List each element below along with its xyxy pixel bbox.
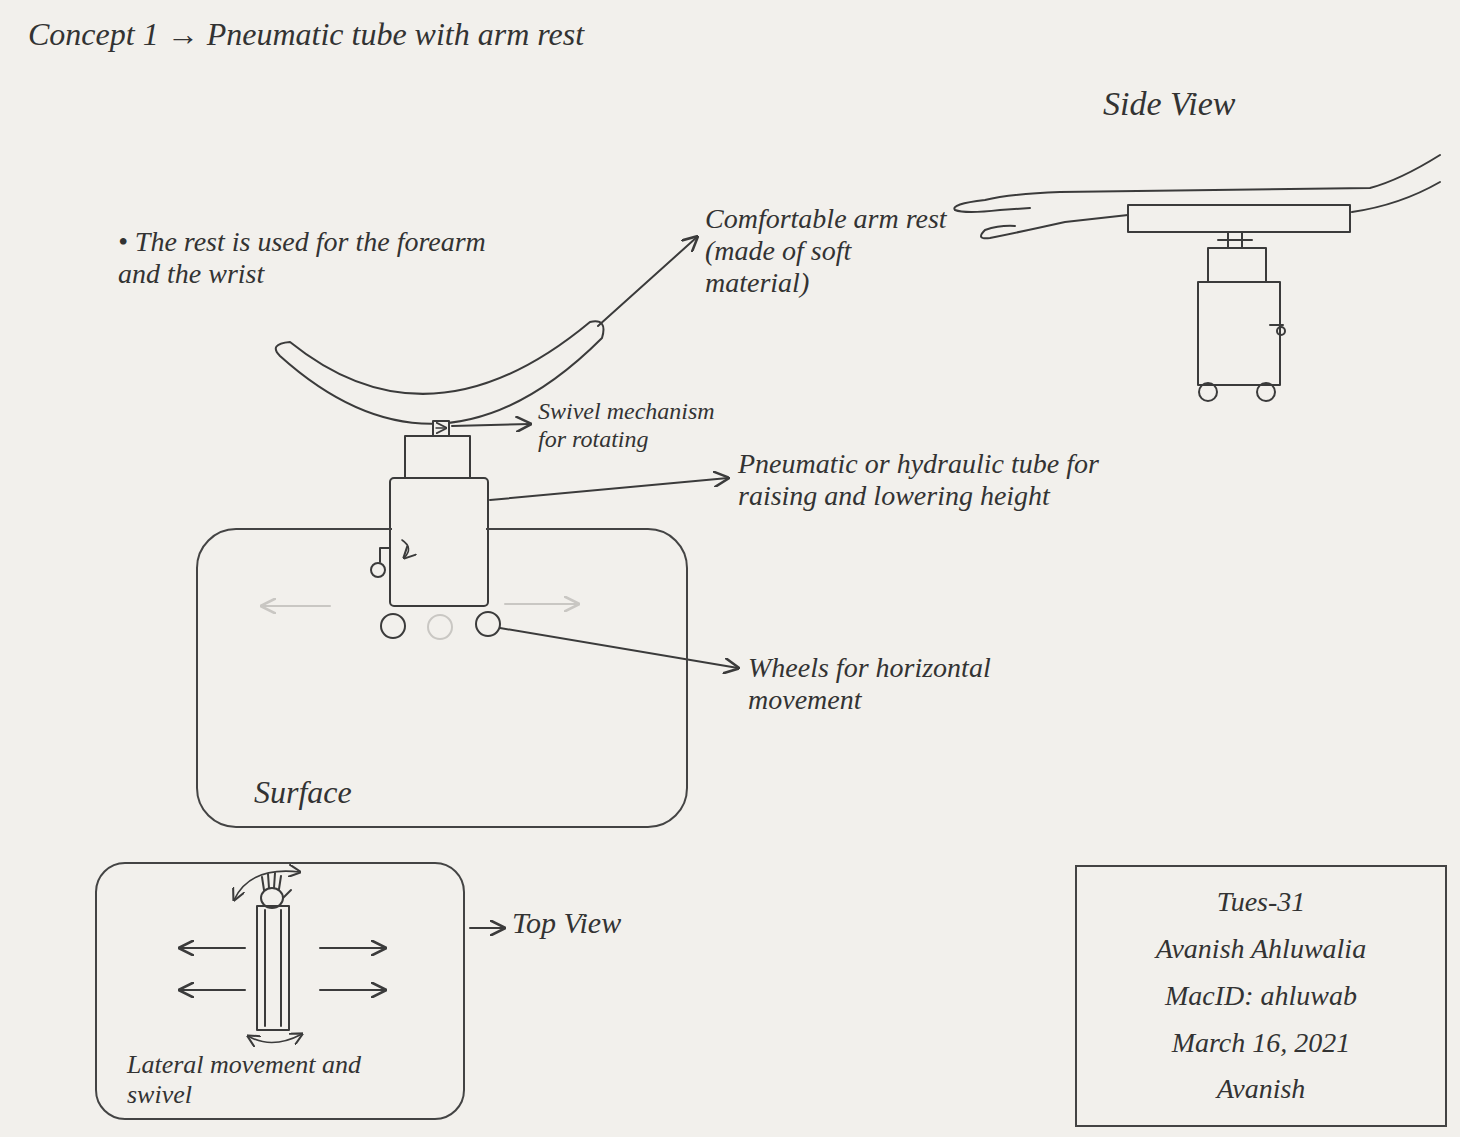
node-text: Avanish Ahluwalia (1156, 933, 1366, 965)
annotation-label: Swivel mechanism for rotating (538, 398, 748, 453)
leader-line (598, 237, 697, 326)
pneumatic-tube (390, 478, 488, 606)
annotation-label: Wheels for horizontal movement (748, 652, 1108, 716)
node-text: Tues-31 (1217, 886, 1306, 918)
annotation-label: Pneumatic or hydraulic tube for raising … (738, 448, 1148, 512)
annotation-label: Comfortable arm rest (made of soft mater… (705, 203, 950, 300)
leader-line (500, 628, 738, 668)
top-view-box: Lateral movement and swivel (95, 862, 465, 1120)
upper-cylinder (405, 436, 470, 478)
annotation-label: • The rest is used for the forearm and t… (118, 226, 488, 290)
lever-handle (380, 548, 390, 562)
node-text: March 16, 2021 (1172, 1027, 1351, 1059)
swivel-neck (433, 421, 449, 436)
border-gap (392, 527, 486, 531)
annotation-label: Side View (1103, 84, 1343, 123)
side-view-figure (954, 155, 1440, 401)
wheel (428, 615, 452, 639)
signature-box: Tues-31Avanish AhluwaliaMacID: ahluwabMa… (1075, 865, 1447, 1127)
node-text: MacID: ahluwab (1165, 980, 1357, 1012)
wheel (381, 614, 405, 638)
leader-line (452, 424, 530, 426)
top-view-figure (180, 871, 385, 1042)
wheel (476, 612, 500, 636)
leader-line (490, 478, 728, 500)
leader-line (470, 927, 504, 929)
surface-box: Surface (196, 528, 688, 828)
node-text: Avanish (1217, 1073, 1306, 1105)
node-text: Lateral movement and swivel (127, 1050, 427, 1110)
node-text: Surface (254, 774, 554, 811)
sketch-title: Concept 1 → Pneumatic tube with arm rest (28, 16, 848, 53)
annotation-label: Top View (512, 906, 712, 941)
